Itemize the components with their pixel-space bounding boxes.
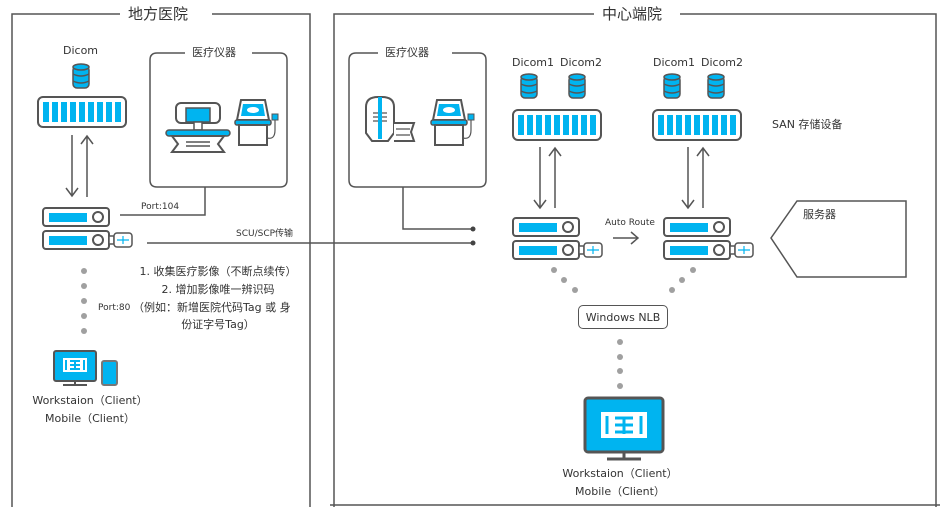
local-dotted-link <box>81 268 87 334</box>
center-client-line-2: Mobile（Client） <box>575 485 665 498</box>
note-line-2: 2. 增加影像唯一辨识码 <box>161 283 275 296</box>
local-dicom-db-icon <box>72 63 90 89</box>
center-storage-array-b-icon <box>652 109 742 141</box>
center-workstation-icon <box>583 396 665 461</box>
scu-scp-label: SCU/SCP传输 <box>236 229 294 239</box>
center-dicom1-db-a-icon <box>520 73 538 99</box>
port-104-label: Port:104 <box>141 202 180 212</box>
center-hospital-frame <box>333 13 937 507</box>
center-server-a-icon <box>512 217 603 260</box>
local-mobile-icon <box>101 360 118 386</box>
center-dicom2-db-a-icon <box>568 73 586 99</box>
center-hospital-title: 中心端院 <box>594 5 671 23</box>
center-dicom1-label-a: Dicom1 <box>512 56 555 69</box>
local-workstation-icon <box>53 350 97 386</box>
local-storage-array-icon <box>37 96 127 128</box>
ct-scanner-icon <box>165 102 231 153</box>
local-server-icon <box>42 207 133 250</box>
center-dicom2-db-b-icon <box>707 73 725 99</box>
auto-route-label: Auto Route <box>605 218 655 228</box>
local-client-line-2: Mobile（Client） <box>45 412 135 425</box>
center-equipment-box <box>348 52 487 188</box>
note-line-3: （例如：新增医院代码Tag 或 身 <box>133 301 291 314</box>
local-client-line-1: Workstaion（Client） <box>32 394 148 407</box>
center-storage-array-a-icon <box>512 109 602 141</box>
mri-scanner-icon <box>365 96 415 142</box>
center-dicom2-label-a: Dicom2 <box>560 56 603 69</box>
local-hospital-frame <box>11 13 311 507</box>
center-client-line-1: Workstaion（Client） <box>562 467 678 480</box>
local-hospital-title: 地方医院 <box>120 5 197 23</box>
note-line-1: 1. 收集医疗影像（不断点续传） <box>139 265 297 278</box>
center-dicom1-label-b: Dicom1 <box>653 56 696 69</box>
server-label: 服务器 <box>803 208 836 221</box>
windows-nlb-box: Windows NLB <box>578 305 668 329</box>
note-line-4: 份证字号Tag） <box>181 318 255 331</box>
center-ultrasound-icon <box>430 99 475 146</box>
local-equipment-box <box>149 52 288 188</box>
center-server-b-icon <box>663 217 754 260</box>
center-dicom2-label-b: Dicom2 <box>701 56 744 69</box>
port-80-label: Port:80 <box>98 303 131 313</box>
local-equipment-title: 医疗仪器 <box>185 46 243 60</box>
ultrasound-icon <box>234 99 279 146</box>
center-dicom1-db-b-icon <box>663 73 681 99</box>
san-label: SAN 存储设备 <box>772 118 843 131</box>
center-equipment-title: 医疗仪器 <box>378 46 436 60</box>
server-callout <box>770 200 907 278</box>
local-dicom-label: Dicom <box>63 44 99 57</box>
